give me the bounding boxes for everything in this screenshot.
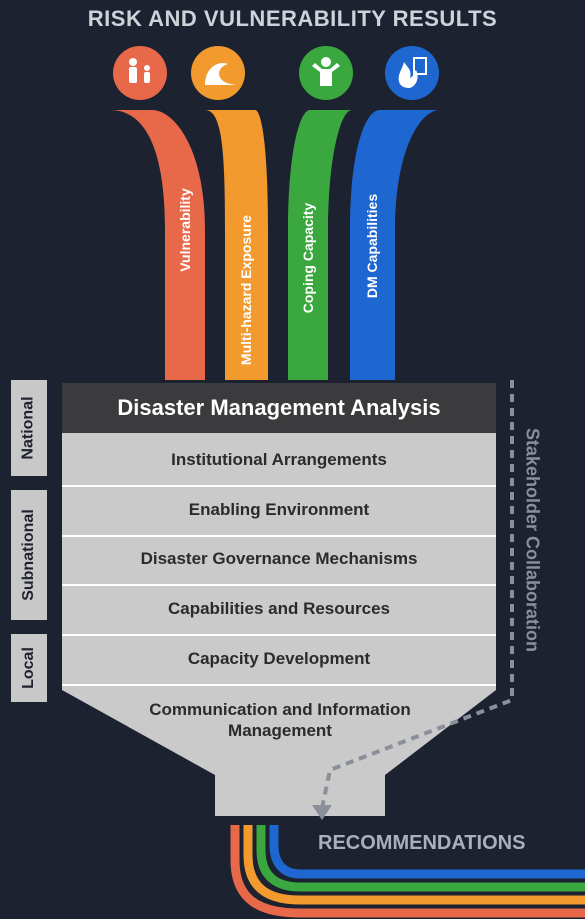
funnel-header: Disaster Management Analysis [62,383,496,433]
dashed-arrow-head [312,805,332,820]
family-icon-glyph [129,58,150,83]
funnel-row: Capacity Development [187,649,371,668]
funnel-row: Communication and Information Management [149,700,411,740]
stream-exposure [205,110,268,380]
family-icon [113,46,167,100]
fire-document-icon-glyph [398,57,427,88]
funnel-row: Capabilities and Resources [167,599,391,618]
diagram-title: RISK AND VULNERABILITY RESULTS [87,6,498,31]
person-icon-glyph [312,57,340,86]
stream-label-coping: Coping Capacity [300,202,316,314]
stakeholder-dashed-connector [320,380,514,809]
funnel-body [62,433,496,816]
level-local: Local [11,634,47,702]
level-national: National [11,380,47,476]
funnel-row: Disaster Governance Mechanisms [140,549,418,568]
level-label: National [20,396,37,460]
level-label: Local [20,647,38,689]
stream-label-vulnerability: Vulnerability [177,188,193,272]
funnel-row: Institutional Arrangements [171,450,387,469]
recommendations-label: RECOMMENDATIONS [318,832,526,854]
output-ribbons [230,825,585,918]
stream-coping [288,110,352,380]
stakeholder-collaboration-label: Stakeholder Collaboration [522,427,543,653]
stream-label-dm: DM Capabilities [364,193,380,299]
level-subnational: Subnational [11,490,47,620]
stream-vulnerability [110,110,205,380]
stream-dm [350,110,440,380]
funnel-row: Enabling Environment [188,500,370,519]
fire-document-icon [385,46,439,100]
funnel-dividers [62,485,496,686]
wave-icon-glyph [205,62,236,85]
level-label: Subnational [20,509,37,601]
stream-label-exposure: Multi-hazard Exposure [238,214,254,366]
